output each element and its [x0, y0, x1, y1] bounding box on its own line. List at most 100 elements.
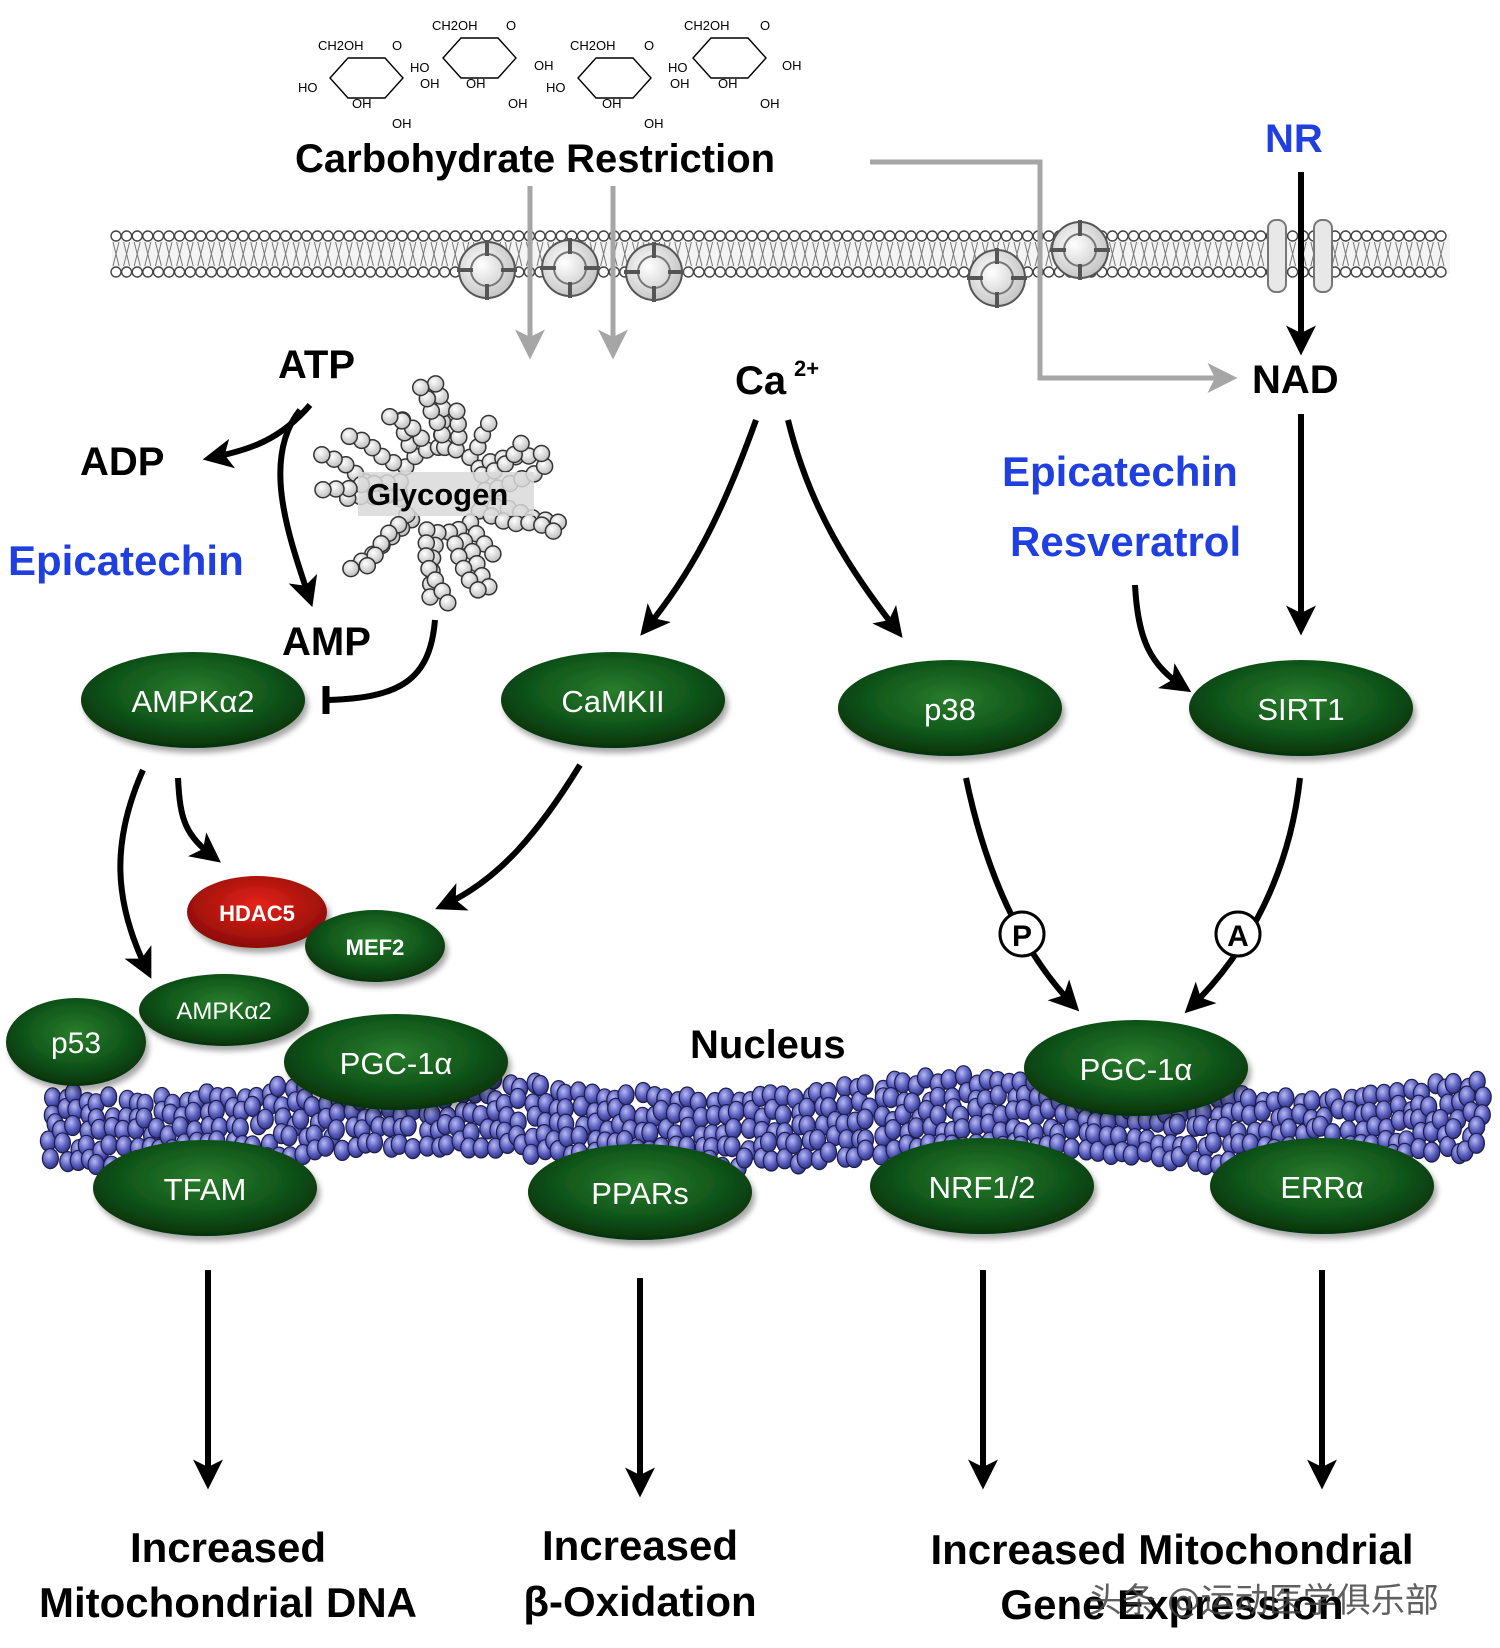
lipid-head [1223, 230, 1235, 242]
lipid-tail [409, 241, 417, 267]
lipid-tail [356, 241, 364, 267]
lipid-tail [695, 241, 703, 267]
lipid-head [947, 230, 960, 242]
lipid-head [248, 230, 260, 242]
lipid-head [926, 266, 938, 278]
lipid-tail [441, 241, 449, 267]
lipid-head [714, 230, 726, 242]
lipid-head [301, 230, 313, 242]
lipid-tail [112, 241, 120, 267]
membrane-channel [457, 240, 517, 300]
resveratrol-label: Resveratrol [1010, 518, 1241, 565]
lipid-head [1233, 266, 1246, 278]
lipid-head [470, 230, 483, 242]
lipid-tail [1246, 241, 1254, 267]
chem-label: CH2OH [570, 38, 616, 53]
lipid-head [142, 266, 154, 278]
lipid-tail [239, 241, 247, 267]
nuclear-bead [280, 1125, 298, 1147]
chem-label: HO [546, 80, 566, 95]
lipid-head [894, 266, 907, 278]
protein-label: NRF1/2 [929, 1170, 1036, 1205]
lipid-tail [218, 241, 226, 267]
nuclear-bead [989, 1084, 1007, 1106]
nuclear-bead [1423, 1141, 1441, 1163]
nuclear-bead [1474, 1086, 1492, 1108]
lipid-head [216, 266, 228, 278]
lipid-head [1212, 230, 1225, 242]
protein-label: MEF2 [346, 935, 405, 960]
lipid-head [905, 230, 917, 242]
lipid-head [1149, 230, 1161, 242]
epicatechin-left-label: Epicatechin [8, 537, 244, 584]
lipid-head [1202, 266, 1214, 278]
lipid-head [767, 230, 779, 242]
protein-label: HDAC5 [219, 901, 295, 926]
protein-pgc1a-left: PGC-1α [284, 1014, 508, 1110]
lipid-head [576, 230, 589, 242]
lipid-tail [1225, 241, 1233, 267]
lipid-head [968, 230, 981, 242]
lipid-head [682, 230, 695, 242]
lipid-tail [133, 241, 141, 267]
lipid-head [1244, 230, 1256, 242]
lipid-head [852, 266, 864, 278]
lipid-head [820, 230, 832, 242]
lipid-head [396, 266, 408, 278]
lipid-head [1350, 230, 1362, 242]
lipid-tail [1214, 241, 1222, 267]
lipid-head [534, 230, 546, 242]
nuclear-bead [1277, 1087, 1295, 1109]
atp-to-adp-arrow [202, 403, 313, 469]
lipid-tail [949, 241, 957, 267]
outcome-gene-expression-line2: Gene Expression [1000, 1581, 1343, 1628]
glucose-unit [469, 581, 487, 599]
nuclear-bead [1375, 1100, 1393, 1122]
lipid-tail [1119, 241, 1127, 267]
lipid-head [343, 230, 355, 242]
lipid-head [894, 230, 907, 242]
lipid-tail [759, 241, 767, 267]
lipid-tail [737, 241, 745, 267]
lipid-head [1043, 230, 1055, 242]
nuclear-bead [327, 1119, 345, 1141]
lipid-tail [727, 241, 735, 267]
lipid-head [756, 266, 769, 278]
nuclear-bead [723, 1135, 741, 1158]
lipid-head [195, 230, 207, 242]
lipid-head [364, 230, 377, 242]
protein-label: p53 [51, 1027, 101, 1060]
cell-membrane [110, 219, 1450, 308]
lipid-head [290, 266, 302, 278]
protein-pgc1a-right: PGC-1α [1024, 1020, 1248, 1116]
lipid-head [1255, 266, 1267, 278]
lipid-tail [197, 241, 205, 267]
nuclear-bead [856, 1108, 874, 1130]
lipid-tail [843, 241, 851, 267]
glucose-ring-2 [442, 37, 517, 79]
lipid-tail [1257, 241, 1265, 267]
lipid-head [1159, 266, 1172, 278]
nuclear-bead [100, 1086, 118, 1108]
lipid-head [725, 266, 737, 278]
lipid-head [1117, 230, 1129, 242]
lipid-head [417, 266, 430, 278]
lipid-head [226, 266, 239, 278]
lipid-head [407, 230, 419, 242]
lipid-tail [1352, 241, 1360, 267]
nuclear-bead [774, 1104, 792, 1126]
nuclear-bead [759, 1131, 778, 1153]
lipid-head [449, 230, 461, 242]
lipid-head [947, 266, 960, 278]
glycogen-label-bg [358, 472, 534, 516]
lipid-head [142, 230, 154, 242]
lipid-head [110, 230, 122, 242]
lipid-head [650, 230, 663, 242]
lipid-head [725, 230, 737, 242]
lipid-head [301, 266, 313, 278]
lipid-tail [812, 241, 820, 267]
protein-label: PGC-1α [1080, 1052, 1193, 1087]
lipid-tail [896, 241, 904, 267]
nuclear-bead [399, 1115, 417, 1137]
phosphorylation-marker: P [998, 910, 1046, 958]
